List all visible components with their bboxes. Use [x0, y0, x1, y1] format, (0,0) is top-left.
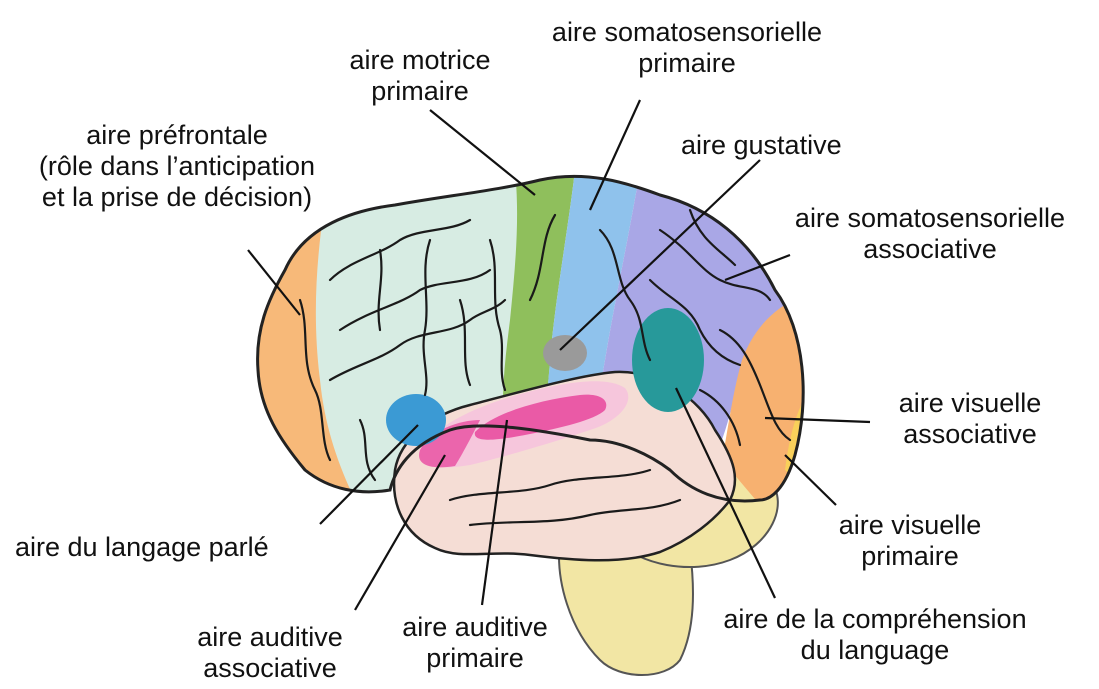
label-visual-assoc: aire visuelle associative	[870, 388, 1070, 450]
label-line: aire préfrontale	[12, 120, 342, 151]
label-line: primaire	[810, 541, 1010, 572]
label-motor: aire motrice primaire	[330, 45, 510, 107]
label-line: aire auditive	[170, 622, 370, 653]
label-line: aire motrice	[330, 45, 510, 76]
label-auditory-assoc: aire auditive associative	[170, 622, 370, 684]
label-somato-assoc: aire somatosensorielle associative	[770, 203, 1090, 265]
label-prefrontal: aire préfrontale (rôle dans l’anticipati…	[12, 120, 342, 213]
label-line: aire du langage parlé	[15, 532, 269, 563]
label-line: associative	[870, 419, 1070, 450]
label-line: aire auditive	[375, 612, 575, 643]
label-gustatory: aire gustative	[681, 130, 842, 161]
label-line: primaire	[375, 643, 575, 674]
label-line: primaire	[522, 48, 852, 79]
label-line: associative	[170, 653, 370, 684]
leader-visual-primary	[785, 455, 836, 505]
label-visual-primary: aire visuelle primaire	[810, 510, 1010, 572]
label-line: aire somatosensorielle	[522, 17, 852, 48]
gustatory-region	[543, 335, 587, 371]
label-line: aire visuelle	[810, 510, 1010, 541]
label-line: (rôle dans l’anticipation	[12, 151, 342, 182]
comprehension-region	[632, 308, 704, 412]
label-line: et la prise de décision)	[12, 182, 342, 213]
label-language: aire du langage parlé	[15, 532, 269, 563]
label-line: aire gustative	[681, 130, 842, 161]
label-line: du language	[690, 635, 1060, 666]
label-line: associative	[770, 234, 1090, 265]
label-auditory-primary: aire auditive primaire	[375, 612, 575, 674]
label-comprehension: aire de la compréhension du language	[690, 604, 1060, 666]
leader-motor	[430, 110, 535, 195]
label-line: aire de la compréhension	[690, 604, 1060, 635]
label-somato-primary: aire somatosensorielle primaire	[522, 17, 852, 79]
label-line: aire visuelle	[870, 388, 1070, 419]
language-spoken-region	[386, 394, 446, 446]
label-line: primaire	[330, 76, 510, 107]
label-line: aire somatosensorielle	[770, 203, 1090, 234]
